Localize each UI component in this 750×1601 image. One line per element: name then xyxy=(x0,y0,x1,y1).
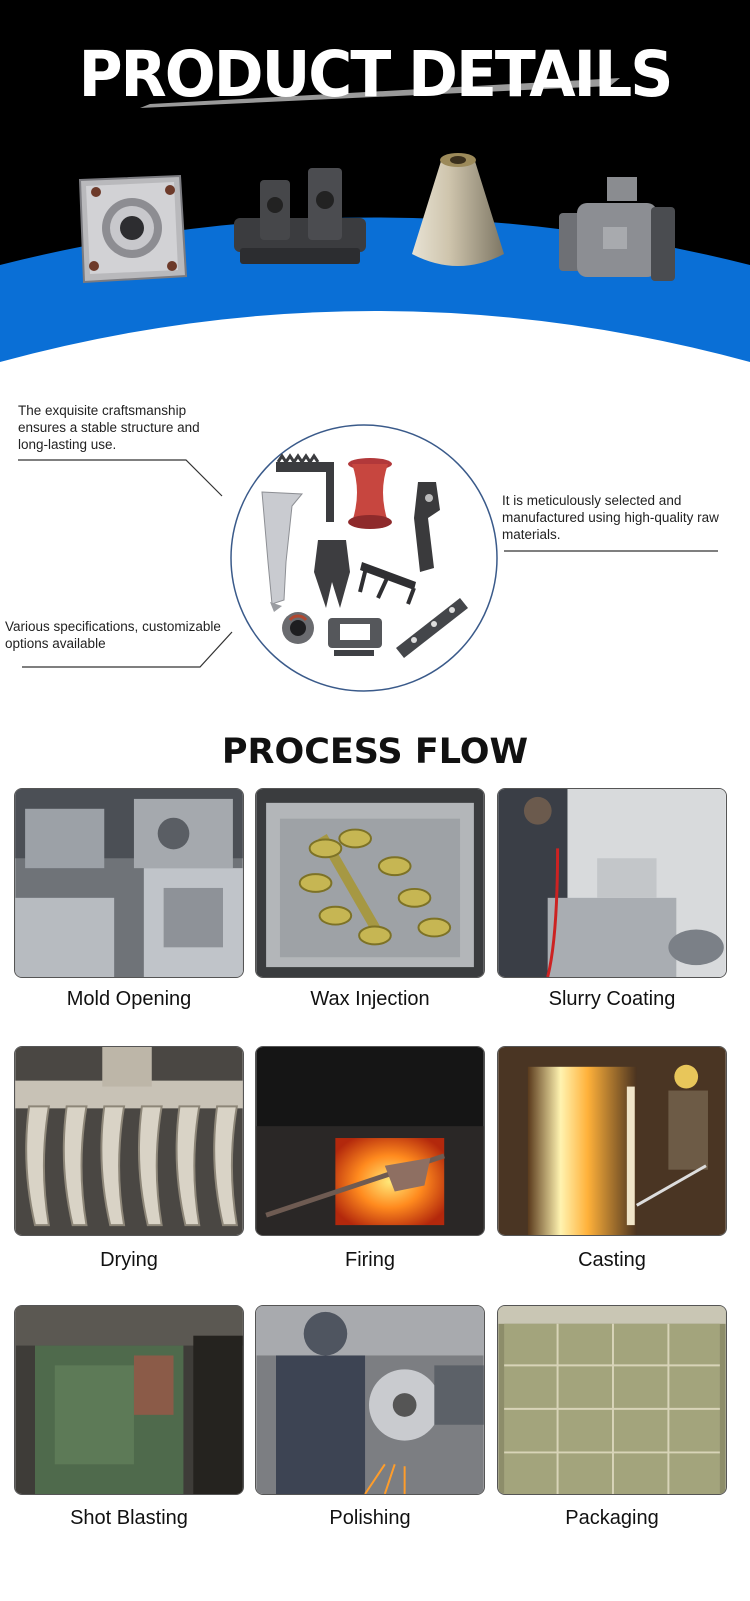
process-step-drying: Drying xyxy=(14,1046,244,1271)
callout-specifications: Various specifications, customizable opt… xyxy=(5,619,221,651)
cone-nozzle-part xyxy=(412,153,504,266)
callout-lines xyxy=(18,459,718,668)
track-shoe-part xyxy=(396,598,468,658)
valve-body-part xyxy=(559,177,675,281)
slurry-coating-photo xyxy=(497,788,727,978)
hammer-part xyxy=(414,482,440,572)
process-step-label: Shot Blasting xyxy=(70,1507,188,1529)
hero-banner: PRODUCT DETAILS xyxy=(0,0,750,370)
parts-showcase-circle xyxy=(230,424,498,692)
process-step-casting: Casting xyxy=(497,1046,727,1271)
disc-part xyxy=(282,612,314,644)
process-step-polishing: Polishing xyxy=(255,1305,485,1529)
process-step-wax-injection: Wax Injection xyxy=(255,788,485,1010)
flange-bearing-part xyxy=(78,174,188,284)
claw-part xyxy=(314,540,350,608)
polishing-photo xyxy=(255,1305,485,1495)
process-step-label: Slurry Coating xyxy=(548,988,676,1010)
features-section: The exquisite craftsmanship ensures a st… xyxy=(0,370,750,710)
spike-bar-part xyxy=(358,562,416,605)
process-step-label: Wax Injection xyxy=(310,988,430,1010)
callout-craftsmanship: The exquisite craftsmanship ensures a st… xyxy=(18,403,200,452)
process-step-firing: Firing xyxy=(255,1046,485,1271)
process-step-label: Drying xyxy=(100,1249,158,1271)
process-step-label: Packaging xyxy=(565,1507,659,1529)
spool-part xyxy=(348,458,392,529)
process-step-label: Casting xyxy=(578,1249,646,1271)
firing-photo xyxy=(255,1046,485,1236)
process-step-label: Mold Opening xyxy=(66,988,192,1010)
bracket-casting-part xyxy=(234,168,366,264)
packaging-photo xyxy=(497,1305,727,1495)
process-step-label: Firing xyxy=(344,1249,395,1271)
lever-part xyxy=(261,491,304,612)
comb-bar-part xyxy=(276,453,334,522)
process-step-label: Polishing xyxy=(329,1507,411,1529)
callout-materials: It is meticulously selected and manufact… xyxy=(502,493,719,542)
wax-injection-photo xyxy=(255,788,485,978)
shot-blasting-photo xyxy=(14,1305,244,1495)
process-flow-title: PROCESS FLOW xyxy=(221,732,529,772)
casting-photo xyxy=(497,1046,727,1236)
link-part xyxy=(328,618,382,656)
process-step-shot-blasting: Shot Blasting xyxy=(14,1305,244,1529)
process-step-packaging: Packaging xyxy=(497,1305,727,1529)
drying-photo xyxy=(14,1046,244,1236)
process-step-mold-opening: Mold Opening xyxy=(14,788,244,1010)
process-step-slurry-coating: Slurry Coating xyxy=(497,788,727,1010)
title-underline-slash xyxy=(140,78,620,108)
mold-opening-photo xyxy=(14,788,244,978)
page-title: PRODUCT DETAILS xyxy=(78,38,674,112)
